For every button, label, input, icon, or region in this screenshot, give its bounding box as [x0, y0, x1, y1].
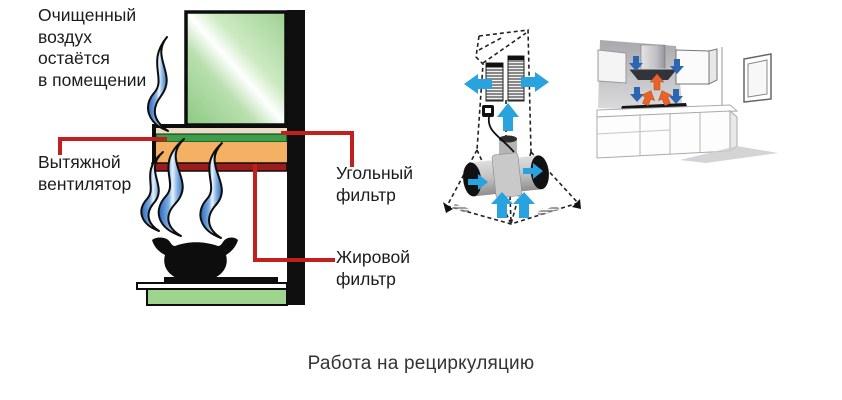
- air-intake-arrow-2: [513, 192, 535, 218]
- grille-right-frame: [508, 56, 524, 60]
- kitchen-illustration: [596, 40, 778, 163]
- cooking-pot: [152, 237, 238, 279]
- air-down-arrow-4: [669, 89, 683, 104]
- motor-inflow-arrow: [468, 174, 488, 190]
- figure-caption: Работа на рециркуляцию: [307, 353, 535, 374]
- grille-left-frame: [486, 63, 503, 67]
- stove-base: [146, 288, 288, 306]
- smoke-wisp-right: [199, 142, 223, 239]
- corner-mark-left: [443, 202, 453, 213]
- air-out-right-arrow: [521, 72, 549, 92]
- motor-outflow-arrow: [523, 163, 543, 179]
- exhaust-fan-label: Вытяжной вентилятор: [38, 152, 132, 194]
- drawer-line: [596, 129, 671, 135]
- smoke-wisp-tall: [147, 36, 169, 132]
- air-up-duct-arrow: [497, 103, 519, 131]
- chimney-top-diagonal-2: [478, 36, 504, 51]
- hood-technical-drawing: [443, 29, 581, 225]
- canopy-center-line: [509, 195, 512, 223]
- kitchen-hood-canopy: [629, 69, 677, 80]
- carbon-filter-strip: [155, 133, 288, 143]
- chimney-dashed-outline: [478, 29, 532, 153]
- clean-air-label: Очищенный воздух остаётся в помещении: [38, 5, 147, 90]
- base-cabinet-side: [729, 109, 738, 152]
- canopy-right-slope: [530, 151, 579, 204]
- air-down-arrow-3: [630, 87, 644, 102]
- base-cabinets: [596, 110, 731, 159]
- carbon-filter-label: Угольный фильтр: [336, 163, 414, 205]
- air-down-arrow-2: [670, 59, 684, 74]
- vapour-arrow-left: [640, 90, 655, 106]
- canopy-left-slope: [446, 149, 478, 207]
- countertop: [596, 104, 739, 118]
- grease-filter-label: Жировой фильтр: [336, 247, 411, 289]
- power-cord: [488, 116, 515, 153]
- air-intake-arrow-1: [491, 192, 513, 218]
- smoke-wisp-left: [140, 151, 164, 232]
- schematic-hood-diagram: [58, 10, 354, 306]
- kitchen-hood-chimney: [640, 44, 666, 71]
- callout-line-carbon-filter: [281, 131, 354, 167]
- upper-cabinet-right-side: [708, 48, 718, 85]
- floor: [680, 146, 778, 163]
- chimney-top-diagonal: [482, 32, 527, 64]
- wall-column: [287, 10, 305, 305]
- airflow-arrows-cyan: [464, 72, 549, 218]
- hood-fan-chamber: [156, 142, 287, 163]
- rim-hatch-left: [452, 204, 470, 213]
- rim-hatch-right: [536, 206, 560, 216]
- burner-plate: [164, 277, 278, 283]
- upper-cabinet: [184, 10, 288, 127]
- vapour-arrows: [640, 73, 673, 106]
- window-pane: [747, 59, 768, 98]
- recirculated-air-arrows: [629, 56, 684, 104]
- air-down-arrow-1: [629, 56, 643, 71]
- air-out-left-arrow: [464, 74, 492, 94]
- smoke-wisp-middle: [157, 138, 185, 237]
- switch-button: [485, 108, 491, 113]
- vapour-up-arrow: [649, 73, 665, 91]
- hood-cream-strip: [156, 128, 287, 134]
- chimney-dashed-left: [475, 35, 484, 151]
- callout-line-exhaust-fan: [58, 137, 167, 155]
- vapour-arrow-right: [658, 90, 673, 106]
- upper-cabinet-left: [597, 49, 627, 84]
- corner-mark-right: [572, 199, 581, 209]
- callout-line-grease-filter: [253, 164, 335, 262]
